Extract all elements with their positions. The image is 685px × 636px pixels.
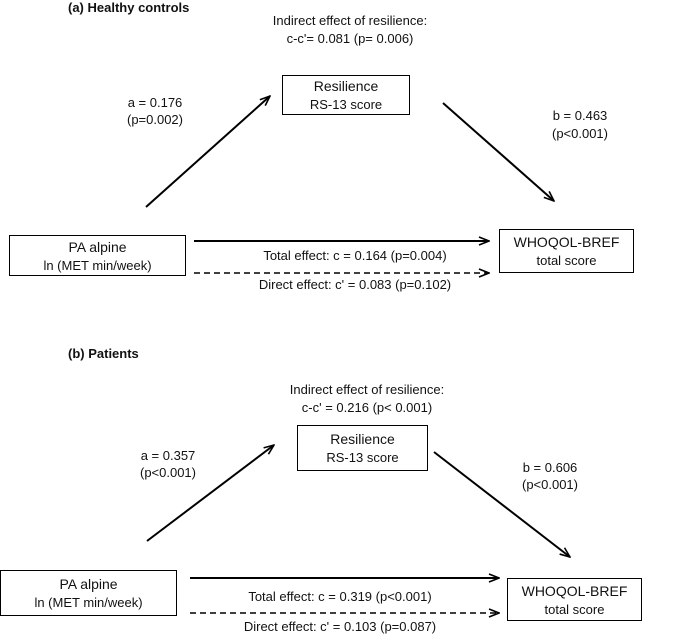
- outcome-box: WHOQOL-BREF total score: [499, 229, 634, 273]
- outcome-name: WHOQOL-BREF: [521, 582, 628, 599]
- path-b-p-value: (p<0.001): [521, 477, 578, 492]
- predictor-name: PA alpine: [68, 238, 127, 255]
- path-b-arrow: [442, 102, 554, 201]
- predictor-measure: ln (MET min/week): [43, 257, 152, 273]
- outcome-measure: total score: [536, 253, 597, 268]
- path-a-p-value: (p=0.002): [126, 112, 183, 127]
- path-b-p-value: (p<0.001): [551, 126, 608, 141]
- path-a-arrow: [146, 445, 274, 542]
- outcome-name: WHOQOL-BREF: [513, 234, 620, 250]
- predictor-box: PA alpine ln (MET min/week): [0, 570, 177, 616]
- mediator-measure: RS-13 score: [326, 450, 399, 465]
- indirect-effect-title: Indirect effect of resilience:: [289, 382, 445, 397]
- path-b-coefficient: b = 0.606: [522, 460, 578, 475]
- predictor-box: PA alpine ln (MET min/week): [9, 235, 186, 276]
- predictor-measure: ln (MET min/week): [34, 595, 143, 610]
- mediator-name: Resilience: [313, 78, 379, 94]
- indirect-effect-value: c-c'= 0.081 (p= 0.006): [286, 31, 414, 46]
- path-a-arrow: [145, 96, 270, 208]
- mediator-box: Resilience RS-13 score: [282, 75, 410, 115]
- indirect-effect-value: c-c' = 0.216 (p< 0.001): [301, 400, 433, 415]
- mediator-box: Resilience RS-13 score: [297, 425, 428, 471]
- outcome-box: WHOQOL-BREF total score: [507, 578, 642, 621]
- predictor-name: PA alpine: [59, 576, 118, 592]
- path-b-coefficient: b = 0.463: [552, 108, 608, 123]
- indirect-effect-title: Indirect effect of resilience:: [272, 13, 428, 28]
- panel-heading: (b) Patients: [68, 346, 139, 361]
- total-effect-label: Total effect: c = 0.164 (p=0.004): [263, 248, 447, 263]
- mediator-name: Resilience: [330, 431, 395, 447]
- direct-effect-label: Direct effect: c' = 0.083 (p=0.102): [258, 277, 452, 292]
- direct-effect-label: Direct effect: c' = 0.103 (p=0.087): [243, 619, 437, 634]
- path-b-arrow: [433, 451, 570, 557]
- total-effect-label: Total effect: c = 0.319 (p<0.001): [248, 589, 432, 604]
- path-a-coefficient: a = 0.176: [127, 95, 183, 110]
- outcome-measure: total score: [544, 601, 605, 617]
- path-a-p-value: (p<0.001): [139, 465, 196, 480]
- path-a-coefficient: a = 0.357: [140, 448, 196, 463]
- panel-heading: (a) Healthy controls: [68, 0, 190, 15]
- mediator-measure: RS-13 score: [309, 97, 383, 112]
